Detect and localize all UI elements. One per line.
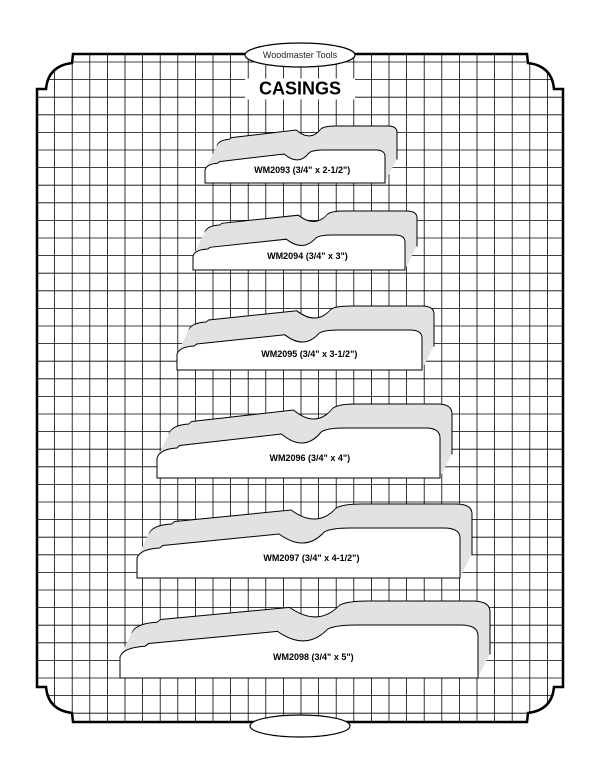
profile-front-face <box>136 527 461 579</box>
casing-profile <box>156 403 453 479</box>
profile-front-face <box>204 149 386 184</box>
casing-profile <box>136 503 473 579</box>
profile-front-face <box>192 234 406 271</box>
profile-label: WM2096 (3/4" x 4") <box>269 453 351 463</box>
profile-label: WM2095 (3/4" x 3-1/2") <box>261 349 358 359</box>
bottom-oval <box>249 714 351 738</box>
page-title: CASINGS <box>244 78 356 100</box>
profiles-group <box>119 125 491 679</box>
brand-oval <box>244 42 356 68</box>
profile-front-face <box>119 624 479 679</box>
casing-profile <box>204 125 398 184</box>
casing-profile <box>176 305 435 371</box>
profile-label: WM2097 (3/4" x 4-1/2") <box>263 553 360 563</box>
profile-label: WM2098 (3/4" x 5") <box>273 651 354 662</box>
profile-label: WM2094 (3/4" x 3") <box>267 251 348 261</box>
profile-label: WM2093 (3/4" x 2-1/2") <box>254 164 351 175</box>
brand-name: Woodmaster Tools <box>262 50 338 60</box>
profile-front-face <box>156 427 441 479</box>
page-frame <box>35 52 565 724</box>
profile-front-face <box>176 329 423 371</box>
casing-profile <box>119 600 491 679</box>
casing-profile <box>192 210 418 271</box>
